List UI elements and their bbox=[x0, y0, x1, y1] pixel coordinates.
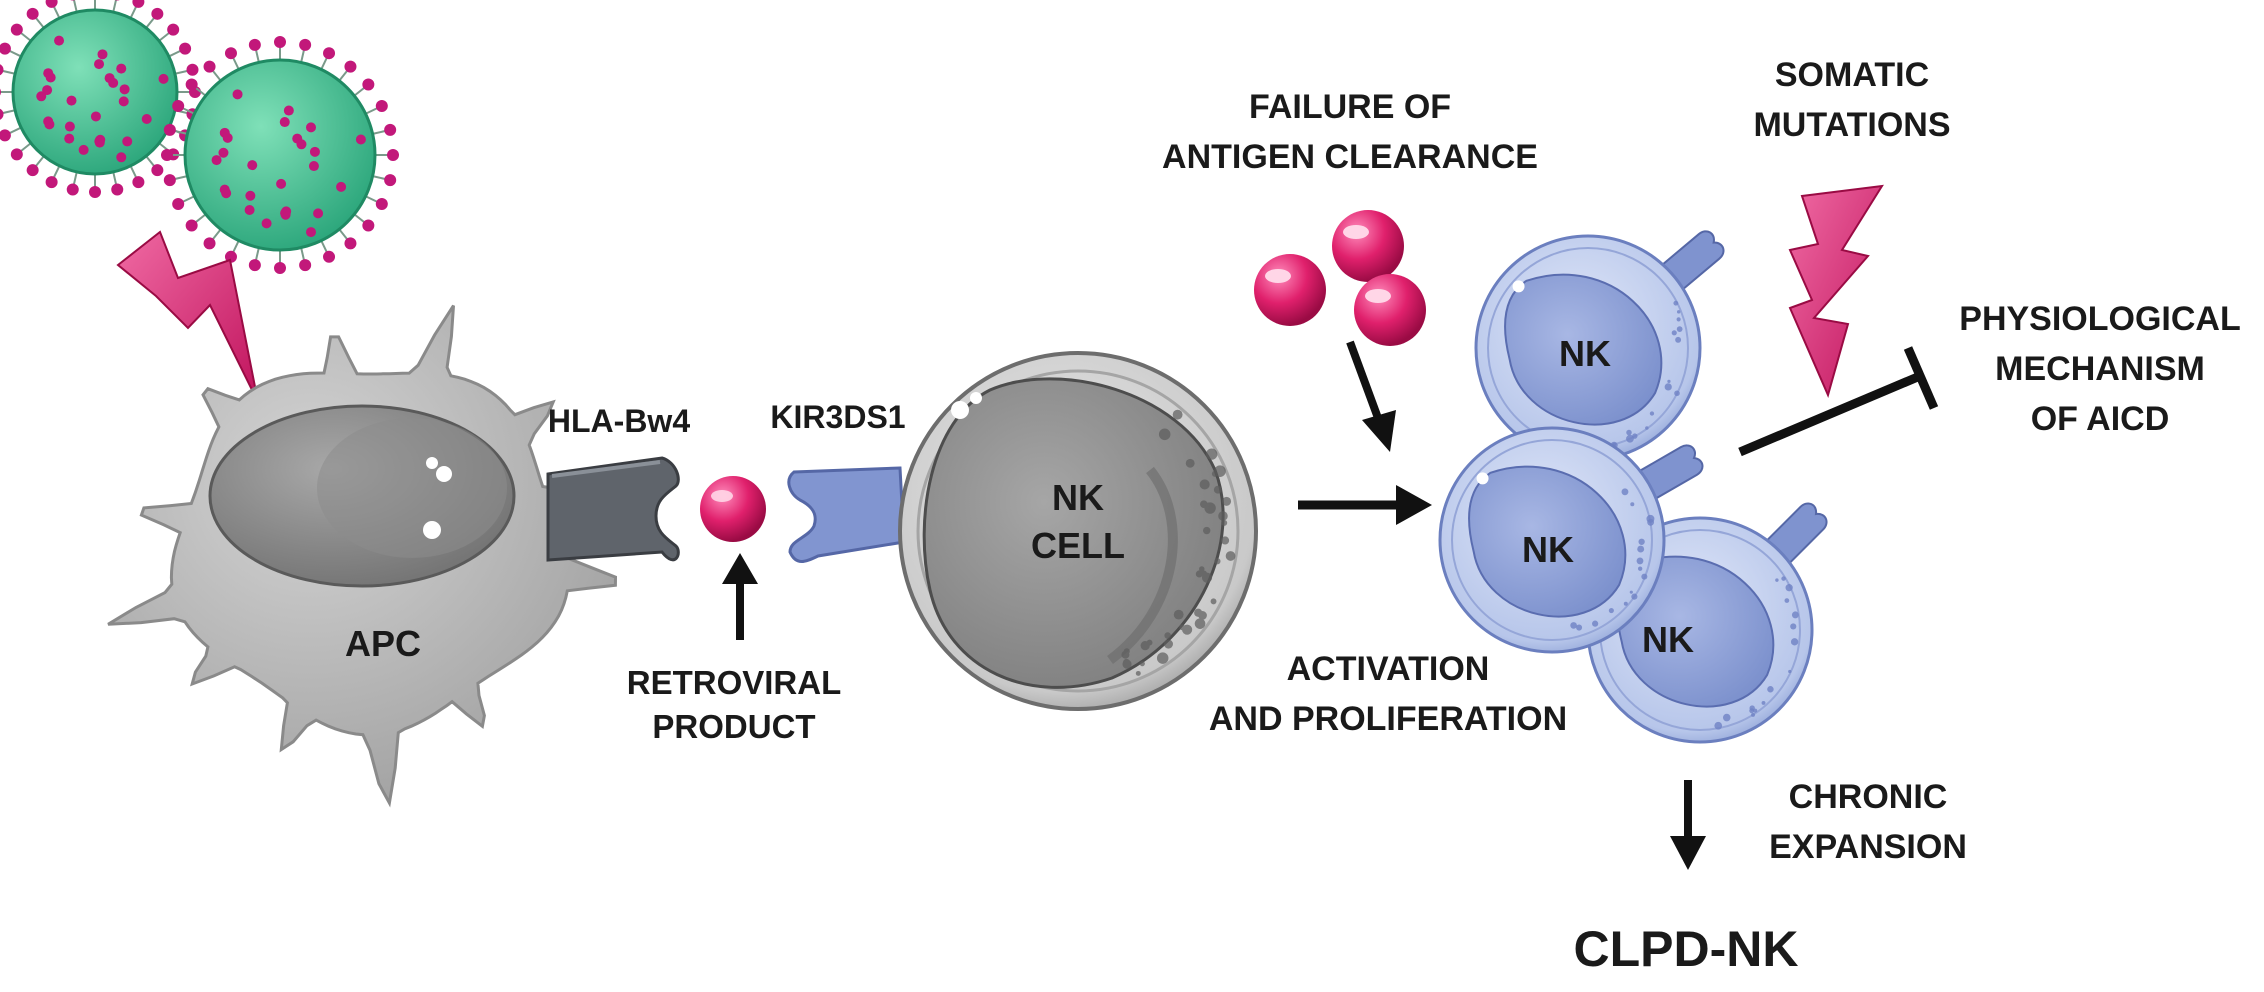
failure-arrow bbox=[1346, 340, 1396, 452]
kir-receptor bbox=[787, 466, 906, 563]
inhibition-bar-icon bbox=[1738, 346, 1939, 457]
antigen-sphere-icon bbox=[700, 476, 766, 542]
apc-cell: APC bbox=[107, 304, 618, 808]
nk-small-label-1: NK bbox=[1559, 333, 1611, 374]
nk-small-cell bbox=[1438, 426, 1704, 654]
retroviral-arrow bbox=[722, 553, 758, 640]
chronic-label-line2: EXPANSION bbox=[1769, 828, 1967, 866]
nk-small-label-2: NK bbox=[1522, 529, 1574, 570]
hla-receptor bbox=[546, 456, 680, 562]
nk-cell-label-line1: NK bbox=[1052, 477, 1104, 518]
physio-label-line3: OF AICD bbox=[2031, 400, 2170, 438]
outcome-label: CLPD-NK bbox=[1574, 921, 1799, 977]
somatic-label-line1: SOMATIC bbox=[1775, 56, 1929, 94]
lightning-bolt-icon bbox=[116, 230, 259, 403]
nk-cell-label-line2: CELL bbox=[1031, 525, 1125, 566]
somatic-label-line2: MUTATIONS bbox=[1753, 106, 1950, 144]
virus-icon bbox=[161, 36, 399, 274]
kir3ds1-label: KIR3DS1 bbox=[770, 399, 905, 435]
lightning-bolt-icon bbox=[1788, 184, 1884, 398]
nk-small-label-3: NK bbox=[1642, 619, 1694, 660]
nk-cell: NK CELL bbox=[898, 351, 1258, 711]
retroviral-label-line1: RETROVIRAL bbox=[627, 664, 842, 701]
chronic-label-line1: CHRONIC bbox=[1789, 778, 1948, 816]
virus-icon bbox=[0, 0, 201, 198]
chronic-arrow bbox=[1670, 780, 1706, 870]
activation-arrow bbox=[1298, 485, 1432, 525]
activation-label-line2: AND PROLIFERATION bbox=[1209, 700, 1567, 738]
failure-label-line2: ANTIGEN CLEARANCE bbox=[1162, 138, 1538, 176]
hla-bw4-label: HLA-Bw4 bbox=[548, 403, 690, 439]
retroviral-label-line2: PRODUCT bbox=[652, 708, 815, 745]
activation-label-line1: ACTIVATION bbox=[1287, 650, 1490, 688]
failure-label-line1: FAILURE OF bbox=[1249, 88, 1451, 126]
apc-label: APC bbox=[345, 623, 421, 664]
physio-label-line1: PHYSIOLOGICAL bbox=[1959, 300, 2240, 338]
antigen-cluster bbox=[1254, 210, 1426, 346]
physio-label-line2: MECHANISM bbox=[1995, 350, 2205, 388]
